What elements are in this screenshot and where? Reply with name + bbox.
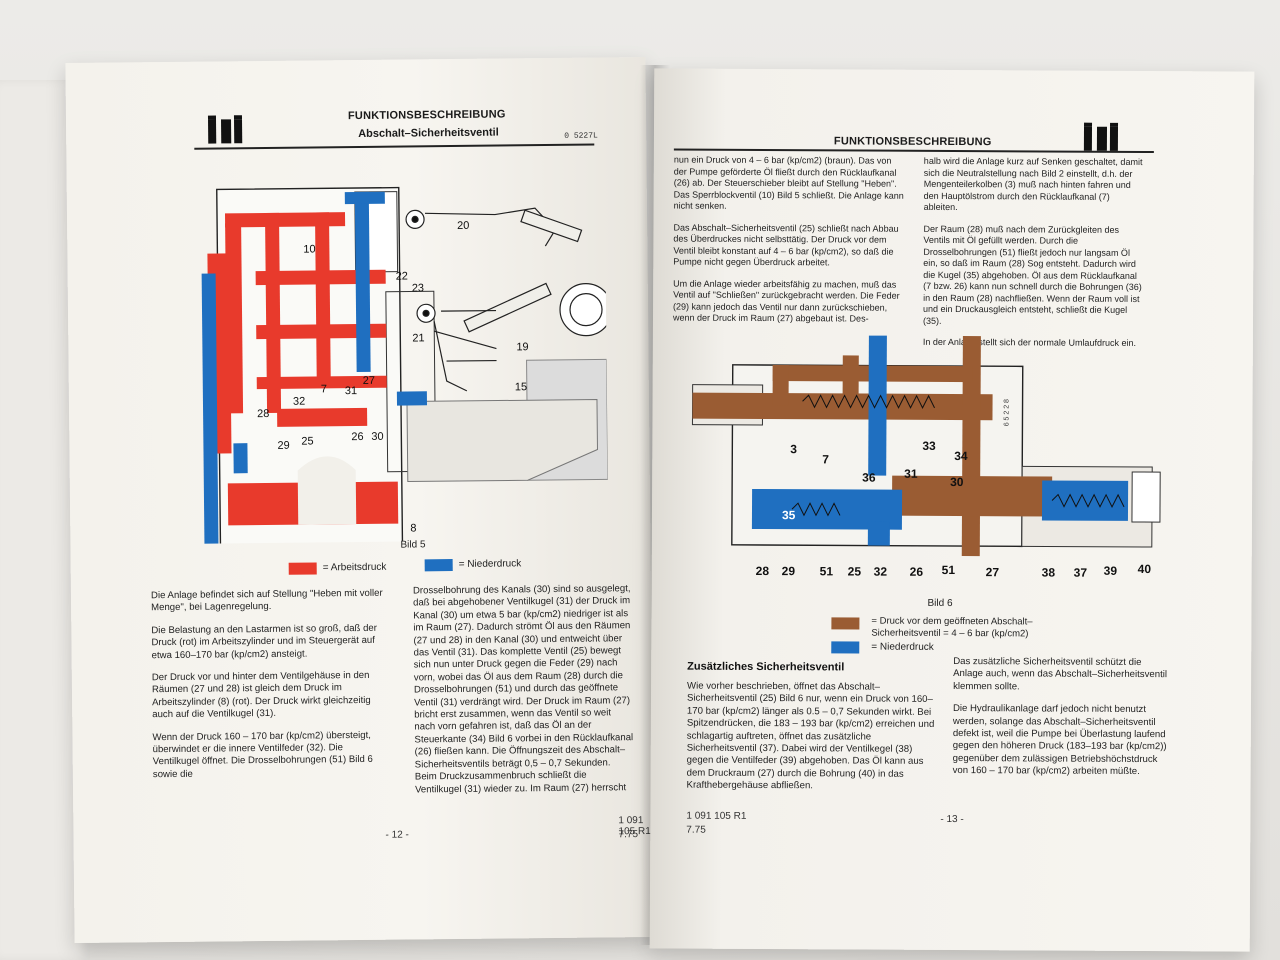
bild5-label-21: 21 <box>412 332 424 344</box>
right-col1-top-para-1: nun ein Druck von 4 – 6 bar (kp/cm2) (br… <box>673 154 904 211</box>
bild6-label-27: 27 <box>986 565 1000 579</box>
right-column-1-top: nun ein Druck von 4 – 6 bar (kp/cm2) (br… <box>673 155 906 336</box>
right-col2-bottom-para-2: Die Hydraulikanlage darf jedoch nicht be… <box>952 703 1167 778</box>
bild5-label-20: 20 <box>457 220 469 232</box>
right-column-2-bottom: Das zusätzliche Sicherheitsventil schütz… <box>953 656 1168 789</box>
bild6-label-36: 36 <box>862 471 876 485</box>
right-column-1-bottom: Wie vorher beschrieben, öffnet das Absch… <box>686 681 937 804</box>
bild6-blue-circuit <box>751 335 1129 546</box>
bild5-label-26: 26 <box>351 431 363 443</box>
left-column-1: Die Anlage befindet sich auf Stellung "H… <box>151 588 389 792</box>
left-col1-para-1: Die Anlage befindet sich auf Stellung "H… <box>150 587 383 614</box>
legend-swatch-niederdruck-right <box>831 641 860 654</box>
figure-bild-6: 3 7 33 34 36 31 30 35 28 29 51 25 32 26 … <box>691 335 1161 580</box>
bild6-springs <box>791 394 1125 517</box>
bild6-label-38: 38 <box>1042 565 1056 579</box>
right-page: FUNKTIONSBESCHREIBUNG nun ein Druck von … <box>649 68 1255 952</box>
right-header-title: FUNKTIONSBESCHREIBUNG <box>833 135 992 149</box>
right-page-number: - 13 - <box>940 813 964 826</box>
bild6-labels-top: 3 7 33 34 36 31 30 35 <box>782 439 968 522</box>
bild6-label-34: 34 <box>954 449 968 463</box>
bild6-brown-circuit <box>692 336 1053 557</box>
legend-swatch-druck-braun <box>831 617 860 630</box>
bild6-label-7: 7 <box>822 452 829 466</box>
bild5-caption: Bild 5 <box>400 539 426 551</box>
bild5-label-27: 27 <box>363 375 375 387</box>
bild5-label-31: 31 <box>345 385 357 397</box>
left-column-2: Drosselbohrung des Kanals (30) sind so a… <box>413 583 635 806</box>
bild5-label-22: 22 <box>396 270 408 282</box>
bild5-blue-circuit <box>201 191 428 544</box>
bild6-label-35: 35 <box>782 508 796 522</box>
left-page: FUNKTIONSBESCHREIBUNG Abschalt–Sicherhei… <box>65 56 655 944</box>
legend-swatch-arbeitsdruck <box>288 562 317 575</box>
bild6-label-29: 29 <box>782 564 796 578</box>
bild6-label-3: 3 <box>790 442 797 456</box>
bild5-label-19: 19 <box>516 341 528 353</box>
bild5-label-28: 28 <box>257 408 269 420</box>
right-col2-top-para-1: halb wird die Anlage kurz auf Senken ges… <box>923 155 1143 213</box>
left-col1-para-2: Die Belastung an den Lastarmen ist so gr… <box>151 622 377 661</box>
bild5-label-30: 30 <box>371 431 383 443</box>
right-date-code: 7.75 <box>686 824 706 836</box>
bild6-label-51b: 51 <box>942 563 956 577</box>
left-date-code: 7.75 <box>618 829 639 841</box>
bild5-label-25: 25 <box>301 435 313 447</box>
bild5-lever-linkage <box>405 207 609 392</box>
legend-label-arbeitsdruck: = Arbeitsdruck <box>322 561 387 574</box>
bild6-label-28: 28 <box>756 564 770 578</box>
ih-logo <box>207 115 243 144</box>
bild6-labels-bottom: 28 29 51 25 32 26 51 27 38 37 39 40 <box>756 562 1152 580</box>
left-page-number: - 12 - <box>385 829 409 841</box>
legend-swatch-niederdruck <box>424 559 453 572</box>
bild5-label-7: 7 <box>321 383 327 395</box>
bild6-label-51a: 51 <box>820 564 834 578</box>
bild6-label-40: 40 <box>1138 562 1152 576</box>
bild6-label-25: 25 <box>848 564 862 578</box>
left-col1-para-3: Der Druck vor und hinter dem Ventilgehäu… <box>151 669 371 721</box>
bild5-label-8: 8 <box>410 522 416 534</box>
ih-logo-right <box>1083 122 1119 151</box>
right-col1-top-para-2: Das Abschalt–Sicherheitsventil (25) schl… <box>673 222 899 268</box>
bild5-labels: 10 20 22 23 21 19 15 7 31 27 32 28 29 25… <box>257 220 529 535</box>
left-col2-para-1: Drosselbohrung des Kanals (30) sind so a… <box>412 583 634 795</box>
left-col1-para-4: Wenn der Druck 160 – 170 bar (kp/cm2) üb… <box>152 729 373 781</box>
right-col2-top-para-2: Der Raum (28) muß nach dem Zurückgleiten… <box>922 223 1142 326</box>
bild5-label-29: 29 <box>277 440 289 452</box>
legend-label-druck-braun: = Druck vor dem geöffneten Abschalt– Sic… <box>871 615 1033 640</box>
bild6-label-26: 26 <box>910 565 924 579</box>
bild6-label-32: 32 <box>874 565 888 579</box>
bild6-label-31: 31 <box>904 467 918 481</box>
bild5-label-15: 15 <box>515 381 527 393</box>
bild5-label-23: 23 <box>412 282 424 294</box>
legend-label-niederdruck-right: = Niederdruck <box>871 641 934 653</box>
right-col2-bottom-para-1: Das zusätzliche Sicherheitsventil schütz… <box>953 656 1168 693</box>
bild6-drawing-ref: 6 5 2 2 8 <box>1003 399 1010 426</box>
left-header-subtitle: Abschalt–Sicherheitsventil <box>358 126 499 140</box>
figure-bild-5: 10 20 22 23 21 19 15 7 31 27 32 28 29 25… <box>201 186 609 544</box>
right-part-number: 1 091 105 R1 <box>686 810 747 822</box>
left-drawing-ref: 0 5227L <box>564 131 598 141</box>
bild5-label-32: 32 <box>293 396 305 408</box>
legend-label-niederdruck: = Niederdruck <box>458 558 522 570</box>
right-header-rule <box>673 148 1154 154</box>
left-header-rule <box>194 143 595 150</box>
left-header-title: FUNKTIONSBESCHREIBUNG <box>347 108 506 123</box>
bild6-caption: Bild 6 <box>927 597 953 610</box>
right-col1-bottom-para-1: Wie vorher beschrieben, öffnet das Absch… <box>686 680 935 792</box>
bild5-label-10: 10 <box>303 243 315 255</box>
bild6-label-30: 30 <box>950 475 964 489</box>
right-col1-top-para-3: Um die Anlage wieder arbeitsfähig zu mac… <box>672 278 900 324</box>
bild6-label-37: 37 <box>1074 566 1088 580</box>
bild6-label-39: 39 <box>1104 564 1118 578</box>
section-zusatz-sicherheitsventil: Zusätzliches Sicherheitsventil <box>687 660 845 674</box>
bild6-label-33: 33 <box>922 439 936 453</box>
